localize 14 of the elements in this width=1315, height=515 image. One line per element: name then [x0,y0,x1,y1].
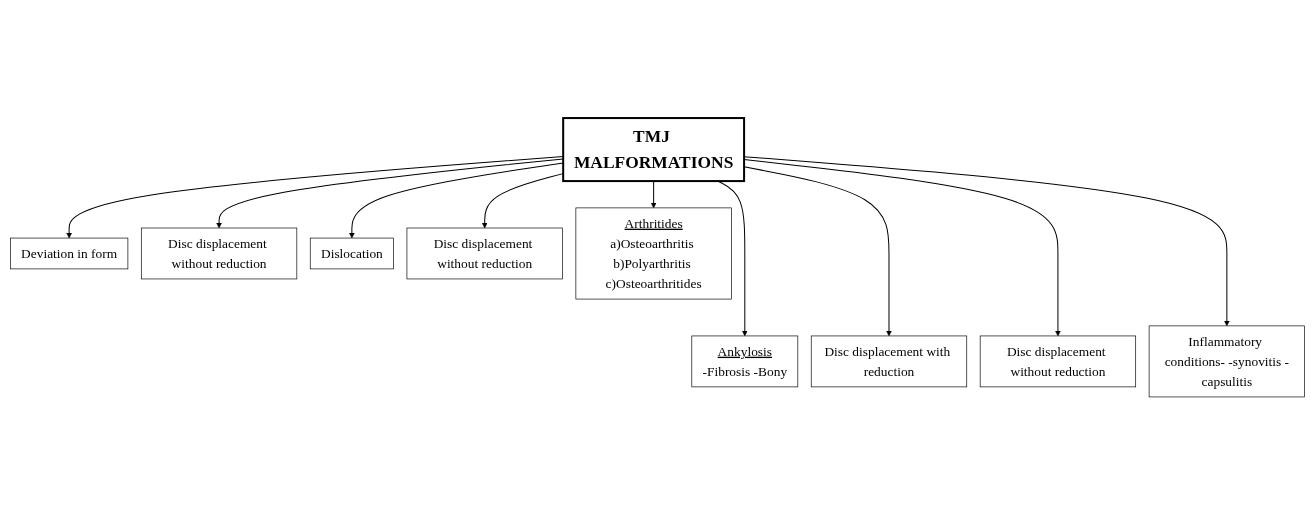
node-box: Inflammatory conditions- -synovitis -capsulitis [1148,325,1305,398]
node-box: Arthritides a)Osteoarthritis b)Polyarthritis c)Osteoarthritides [575,207,732,300]
node-box: Disc displacement without reduction [140,227,298,280]
arrow [216,158,564,229]
node-box: Disc displacement with reduction [810,335,968,388]
node-box: Disc displacement without reduction [406,227,563,280]
node-box: Deviation in form [10,237,129,270]
node-box: Ankylosis -Fibrosis -Bony [691,335,799,388]
arrow [481,173,564,229]
arrow [66,156,564,239]
node-box: TMJ MALFORMATIONS [562,117,746,183]
node-box: Disc displacement without reduction [979,335,1137,388]
arrow [348,162,564,239]
node-box: Dislocation [309,237,394,270]
